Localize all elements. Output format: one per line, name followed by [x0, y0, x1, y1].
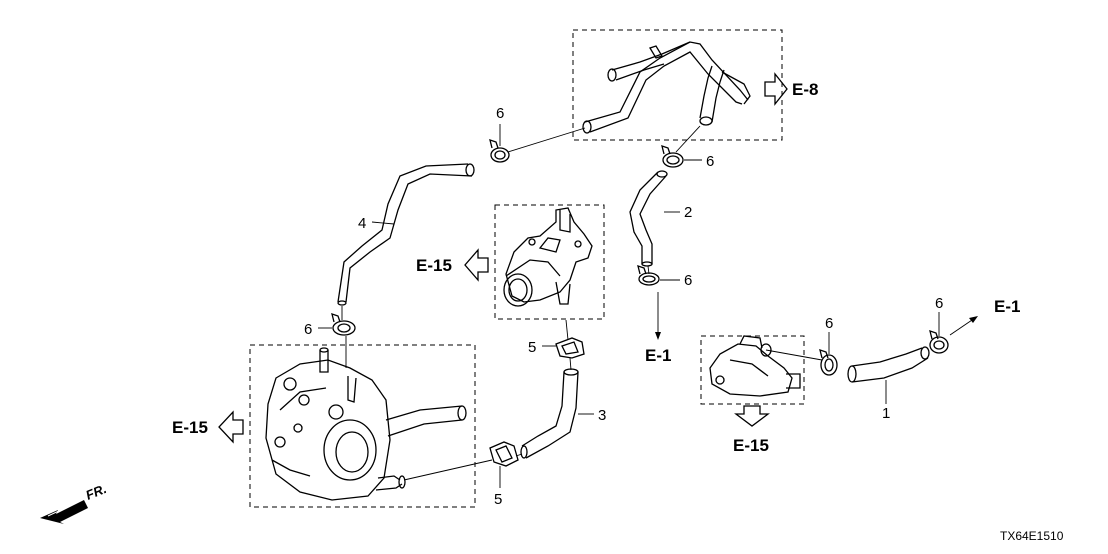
e1-right-pointer	[949, 317, 976, 336]
outlet-to-clamp-line	[765, 349, 823, 361]
part-number-1: 1	[882, 405, 890, 422]
clamp-to-hose3-lower-line	[515, 453, 523, 457]
pipe-to-hose2-line	[675, 125, 701, 153]
water-pipe	[582, 41, 751, 134]
ref-e1-right: E-1	[994, 297, 1020, 316]
hose-2	[629, 170, 668, 267]
part-number-6: 6	[496, 105, 504, 122]
front-arrow-icon	[40, 500, 88, 524]
part-number-2: 2	[684, 204, 692, 221]
part-number-5: 5	[528, 339, 536, 356]
water-passage	[265, 347, 467, 501]
part-number-6: 6	[706, 153, 714, 170]
clamp-6-outlet	[819, 349, 838, 376]
part-number-3: 3	[598, 407, 606, 424]
front-label: FR.	[84, 481, 109, 503]
e15-mid-arrow-icon	[464, 248, 489, 282]
hose2-to-clamp-line	[647, 265, 650, 275]
thermostat-housing-group-box	[494, 204, 605, 320]
part-number-4: 4	[358, 215, 366, 232]
hose-1	[847, 346, 930, 383]
leader-4	[371, 221, 395, 225]
engine-block-group-box	[249, 344, 476, 508]
clamp-to-hose3-line	[569, 357, 572, 371]
hose-4	[337, 163, 475, 306]
clamp-5-lower	[489, 441, 519, 467]
ref-e15-mid: E-15	[416, 256, 452, 275]
block-to-clamp-line	[403, 459, 493, 481]
ref-e1-mid: E-1	[645, 346, 671, 365]
clamp-6-top-left	[489, 139, 510, 163]
part-number-6: 6	[304, 321, 312, 338]
housing-to-clamp-line	[565, 319, 569, 341]
clamp-6-top-right	[661, 145, 684, 168]
part-number-6: 6	[935, 295, 943, 312]
water-outlet	[709, 335, 801, 397]
diagram-code: TX64E1510	[1000, 529, 1064, 543]
clamp-5-upper	[555, 337, 585, 359]
clamp-6-left	[331, 313, 356, 336]
ref-e15-bottom: E-15	[733, 436, 769, 455]
thermostat-housing	[503, 207, 593, 307]
ref-e15-left: E-15	[172, 418, 208, 437]
pipe-to-clamp-line	[507, 127, 586, 153]
water-outlet-group-box	[700, 335, 805, 405]
water-pipe-group-box	[572, 29, 783, 141]
part-number-6: 6	[684, 272, 692, 289]
part-number-5: 5	[494, 491, 502, 508]
part-number-6: 6	[825, 315, 833, 332]
ref-e8: E-8	[792, 80, 818, 99]
e15-bottom-arrow-icon	[734, 405, 770, 427]
e15-left-arrow-icon	[218, 410, 244, 444]
hose-3	[520, 368, 579, 459]
e8-arrow-icon	[764, 72, 788, 106]
clamp-6-right	[929, 330, 949, 354]
